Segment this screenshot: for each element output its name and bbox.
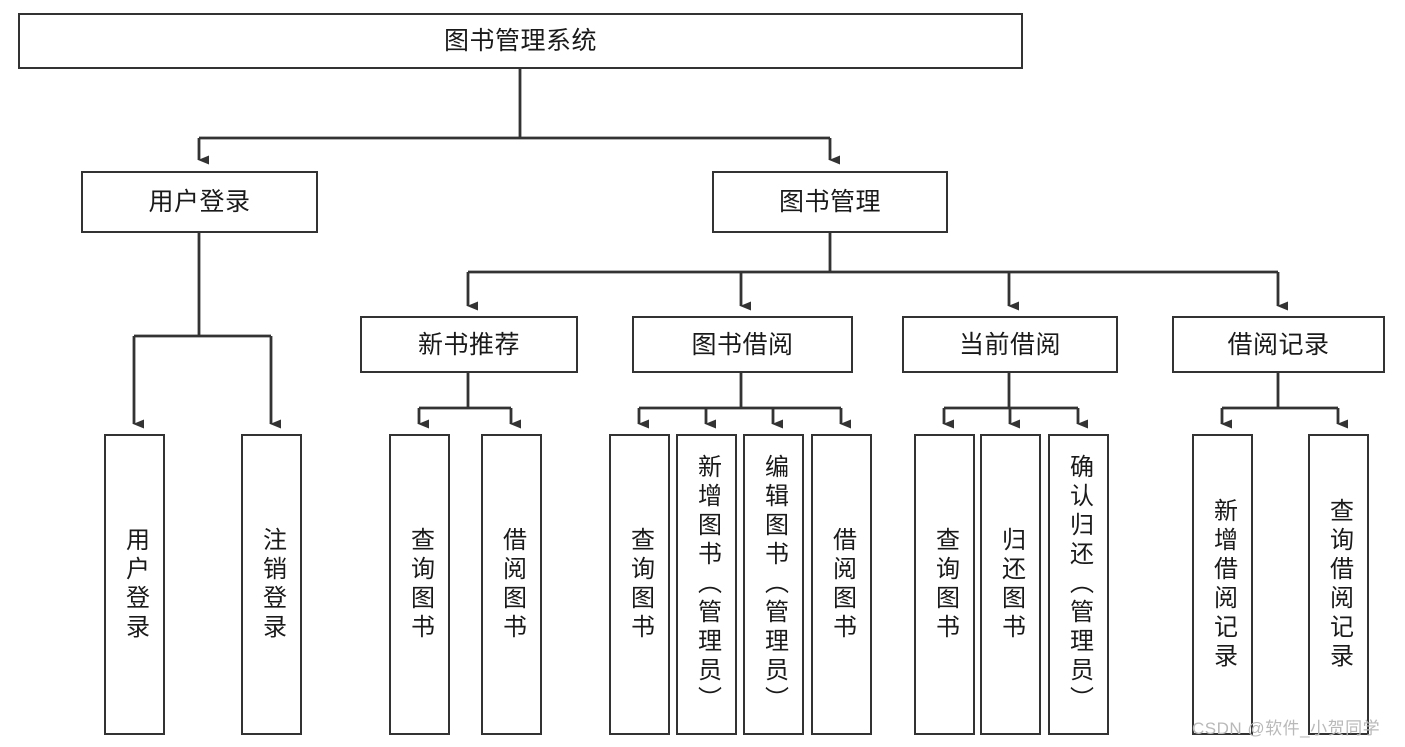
node-borrow-record[interactable]: 借阅记录	[1172, 316, 1385, 373]
node-leaf-logout-login[interactable]: 注销登录	[241, 434, 302, 735]
node-leaf-confirm-return[interactable]: 确认归还（管理员）	[1048, 434, 1109, 735]
node-leaf-query-book-1[interactable]: 查询图书	[389, 434, 450, 735]
node-label: 用户登录	[121, 526, 149, 643]
node-leaf-borrow-book-2[interactable]: 借阅图书	[811, 434, 872, 735]
node-leaf-query-book-2[interactable]: 查询图书	[609, 434, 670, 735]
node-label: 新书推荐	[417, 330, 520, 359]
node-leaf-query-book-3[interactable]: 查询图书	[914, 434, 975, 735]
node-leaf-add-record[interactable]: 新增借阅记录	[1192, 434, 1253, 735]
node-book-borrow[interactable]: 图书借阅	[632, 316, 853, 373]
node-label: 借阅记录	[1227, 330, 1330, 359]
node-current-borrow[interactable]: 当前借阅	[902, 316, 1118, 373]
node-label: 借阅图书	[828, 526, 856, 643]
node-leaf-user-login[interactable]: 用户登录	[104, 434, 165, 735]
node-root[interactable]: 图书管理系统	[18, 13, 1023, 69]
node-label: 确认归还（管理员）	[1065, 454, 1093, 715]
node-label: 归还图书	[997, 526, 1025, 643]
node-label: 新增图书（管理员）	[693, 454, 721, 715]
node-leaf-query-record[interactable]: 查询借阅记录	[1308, 434, 1369, 735]
node-label: 图书管理系统	[443, 27, 597, 55]
node-label: 新增借阅记录	[1209, 497, 1237, 672]
node-leaf-return-book[interactable]: 归还图书	[980, 434, 1041, 735]
node-label: 查询图书	[931, 526, 959, 643]
node-leaf-borrow-book-1[interactable]: 借阅图书	[481, 434, 542, 735]
node-label: 用户登录	[148, 188, 251, 216]
node-label: 查询图书	[626, 526, 654, 643]
node-new-book-recommend[interactable]: 新书推荐	[360, 316, 578, 373]
watermark-label: CSDN @软件_小贺同学	[1192, 719, 1381, 738]
node-leaf-edit-book[interactable]: 编辑图书（管理员）	[743, 434, 804, 735]
node-label: 当前借阅	[958, 330, 1061, 359]
node-label: 编辑图书（管理员）	[760, 454, 788, 715]
node-label: 注销登录	[258, 526, 286, 643]
node-label: 图书借阅	[691, 330, 794, 359]
node-label: 查询借阅记录	[1325, 497, 1353, 672]
node-user-login[interactable]: 用户登录	[81, 171, 318, 233]
node-label: 借阅图书	[498, 526, 526, 643]
node-book-management[interactable]: 图书管理	[712, 171, 948, 233]
node-label: 查询图书	[406, 526, 434, 643]
node-label: 图书管理	[778, 188, 881, 216]
node-leaf-add-book[interactable]: 新增图书（管理员）	[676, 434, 737, 735]
